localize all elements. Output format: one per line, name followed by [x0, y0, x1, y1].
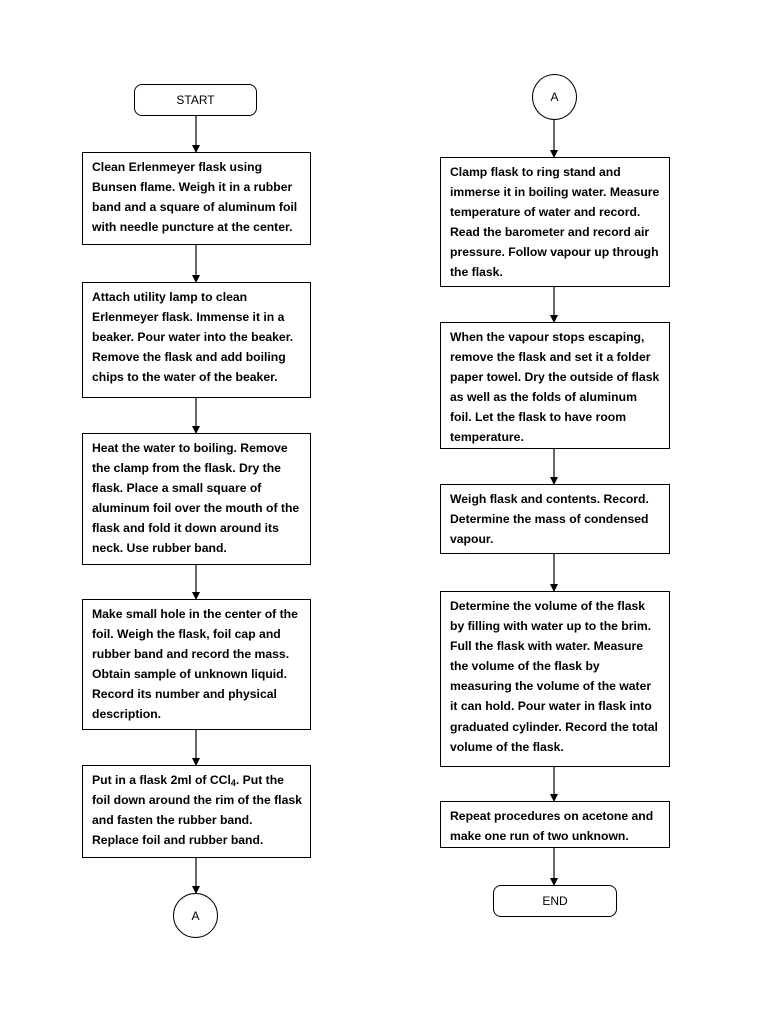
step-add-ccl4-text-before: Put in a flask 2ml of CCl: [92, 773, 231, 787]
step-determine-volume: Determine the volume of the flask by fil…: [440, 591, 670, 767]
step-attach-lamp-text: Attach utility lamp to clean Erlenmeyer …: [92, 290, 294, 385]
step-heat-water: Heat the water to boiling. Remove the cl…: [82, 433, 311, 565]
step-add-ccl4-text-after: . Put the foil down around the rim of th…: [92, 773, 302, 848]
step-attach-lamp: Attach utility lamp to clean Erlenmeyer …: [82, 282, 311, 398]
step-clean-flask-text: Clean Erlenmeyer flask using Bunsen flam…: [92, 160, 298, 235]
end-label: END: [542, 894, 568, 908]
step-repeat-procedures: Repeat procedures on acetone and make on…: [440, 801, 670, 848]
step-weigh-flask: Weigh flask and contents. Record. Determ…: [440, 484, 670, 554]
step-clamp-flask: Clamp flask to ring stand and immerse it…: [440, 157, 670, 287]
end-terminal: END: [493, 885, 617, 917]
step-vapour-stops-text: When the vapour stops escaping, remove t…: [450, 330, 660, 445]
step-heat-water-text: Heat the water to boiling. Remove the cl…: [92, 441, 300, 556]
step-add-ccl4-subscript: 4: [230, 778, 236, 788]
step-make-hole: Make small hole in the center of the foi…: [82, 599, 311, 730]
step-repeat-procedures-text: Repeat procedures on acetone and make on…: [450, 809, 654, 844]
start-terminal: START: [134, 84, 257, 116]
step-add-ccl4: Put in a flask 2ml of CCl4. Put the foil…: [82, 765, 311, 858]
step-clean-flask: Clean Erlenmeyer flask using Bunsen flam…: [82, 152, 311, 245]
step-determine-volume-text: Determine the volume of the flask by fil…: [450, 599, 658, 754]
step-weigh-flask-text: Weigh flask and contents. Record. Determ…: [450, 492, 649, 547]
step-vapour-stops: When the vapour stops escaping, remove t…: [440, 322, 670, 449]
step-make-hole-text: Make small hole in the center of the foi…: [92, 607, 298, 722]
connector-a-bottom-label: A: [191, 908, 200, 923]
step-clamp-flask-text: Clamp flask to ring stand and immerse it…: [450, 165, 660, 280]
connector-a-top: A: [532, 74, 577, 120]
connector-a-top-label: A: [550, 90, 559, 104]
connector-a-bottom: A: [173, 893, 218, 938]
start-label: START: [176, 93, 215, 107]
